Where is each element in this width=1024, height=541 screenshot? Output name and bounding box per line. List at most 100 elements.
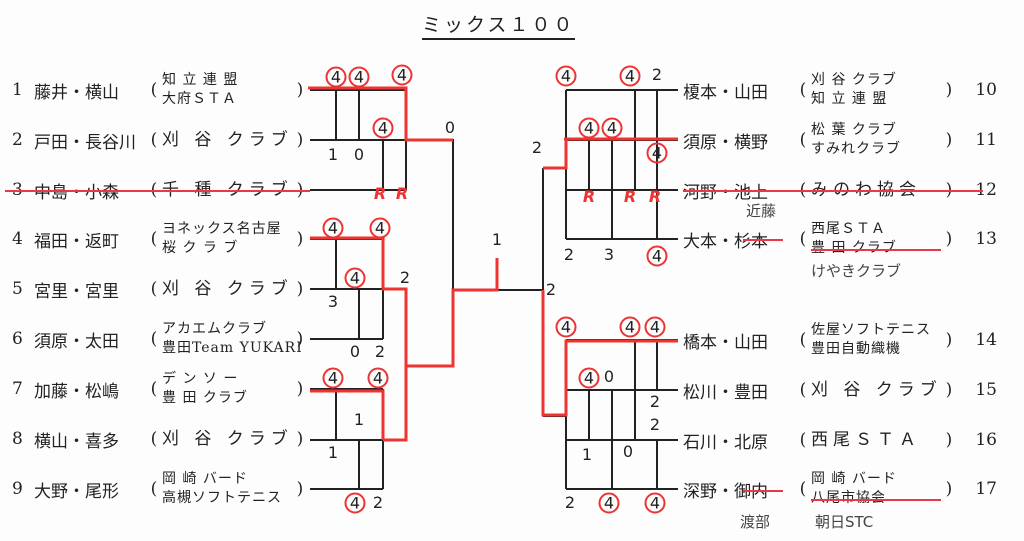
score: 1 [327,443,339,462]
paren: ( [799,229,807,249]
winning-score: 4 [555,65,577,87]
paren: ) [945,130,953,150]
entry-row: 榎本・山田(刈 谷 クラブ知 立 連 盟)10 [683,70,997,110]
paren: ( [799,479,807,499]
winning-score: 4 [619,316,641,338]
paren: ) [296,130,304,150]
withdrawn-strike [5,190,310,192]
score: 2 [563,245,575,264]
club-names: 刈 谷 クラブ [162,279,292,299]
player-names: 戸田・長谷川 [34,132,136,153]
score: 0 [603,367,615,386]
paren: ) [296,279,304,299]
retired-mark: R [648,187,662,206]
paren: ( [150,279,158,299]
club-name: 豊 田 クラブ [811,240,897,256]
withdrawn-strike [683,190,983,192]
seed-number: 15 [975,380,997,400]
club-names: 岡 崎 バード高槻ソフトテニス [162,470,292,508]
score: 2 [545,280,557,299]
club-names: 西尾ＳＴＡ [811,430,941,450]
player-names: 河野・池上 [683,182,768,203]
handwritten-sub-player: 近藤 [746,202,777,220]
seed-number: 6 [12,329,23,349]
entry-row: 須原・横野(松 葉 クラブすみれクラブ)11 [683,120,997,160]
seed-number: 16 [975,430,997,450]
score: 0 [349,342,361,361]
score: 1 [581,445,593,464]
winning-score: 4 [619,65,641,87]
club-names: 千 種 クラブ [162,179,293,200]
player-names: 須原・横野 [683,132,768,153]
paren: ( [799,330,807,350]
seed-number: 17 [975,479,997,499]
club-name: 豊田Team YUKARI [162,340,303,356]
club-name: みのわ協会 [811,179,921,200]
player-names: 中島・小森 [34,182,119,203]
winning-score: 4 [322,217,344,239]
club-name: ヨネックス名古屋 [162,221,282,237]
paren: ) [945,229,953,249]
player-names: 大野・尾形 [34,481,119,502]
paren: ( [150,80,158,100]
club-name: 千 種 クラブ [162,179,293,200]
club-names: みのわ協会 [811,179,941,200]
club-name: 高槻ソフトテニス [162,490,282,506]
paren: ) [296,429,304,449]
paren: ( [150,329,158,349]
handwritten-sub-club: けやきクラブ [811,262,902,280]
winning-score: 4 [644,316,666,338]
player-names: 藤井・横山 [34,82,119,103]
score: 1 [327,145,339,164]
club-names: 岡 崎 バード八尾市協会 [811,470,941,508]
winning-score: 4 [325,66,347,88]
winning-score: 4 [344,267,366,289]
winner-lines [308,86,678,442]
club-name: 知 立 連 盟 [162,72,239,88]
score: 2 [399,268,411,287]
retired-mark: R [373,184,387,203]
club-name: 岡 崎 バード [162,471,248,487]
handwritten-sub-player: 渡部 [740,513,771,531]
score: 3 [327,292,339,311]
player-names: 榎本・山田 [683,82,768,103]
entry-row: 松川・豊田(刈 谷 クラブ)15 [683,370,997,410]
paren: ( [150,130,158,150]
seed-number: 13 [975,229,997,249]
retired-mark: R [582,187,596,206]
player-names: 加藤・松嶋 [34,381,119,402]
player-names: 福田・返町 [34,231,119,252]
player-names: 横山・喜多 [34,431,119,452]
paren: ( [799,130,807,150]
club-names: 松 葉 クラブすみれクラブ [811,121,941,159]
club-name: 豊 田 クラブ [162,390,248,406]
club-names: デ ン ソ ー豊 田 クラブ [162,370,292,408]
retired-mark: R [395,184,409,203]
winning-score: 4 [578,367,600,389]
winning-score: 4 [601,117,623,139]
player-names: 須原・太田 [34,331,119,352]
club-name: 佐屋ソフトテニス [811,322,931,338]
winning-score: 4 [644,492,666,514]
winning-score: 4 [646,245,668,267]
entry-row: 石川・北原(西尾ＳＴＡ)16 [683,420,997,460]
club-name: 刈 谷 クラブ [162,428,293,449]
club-names: 刈 谷 クラブ知 立 連 盟 [811,71,941,109]
score: 0 [353,145,365,164]
club-name: 桜 ク ラ ブ [162,240,239,256]
seed-number: 12 [975,180,997,200]
club-name: 刈 谷 クラブ [811,379,942,400]
paren: ) [945,380,953,400]
paren: ( [150,229,158,249]
paren: ( [150,479,158,499]
paren: ) [945,430,953,450]
substitution-strike [811,249,941,251]
entry-row: 深野・御内(岡 崎 バード八尾市協会)17 [683,469,997,509]
seed-number: 2 [12,130,23,150]
